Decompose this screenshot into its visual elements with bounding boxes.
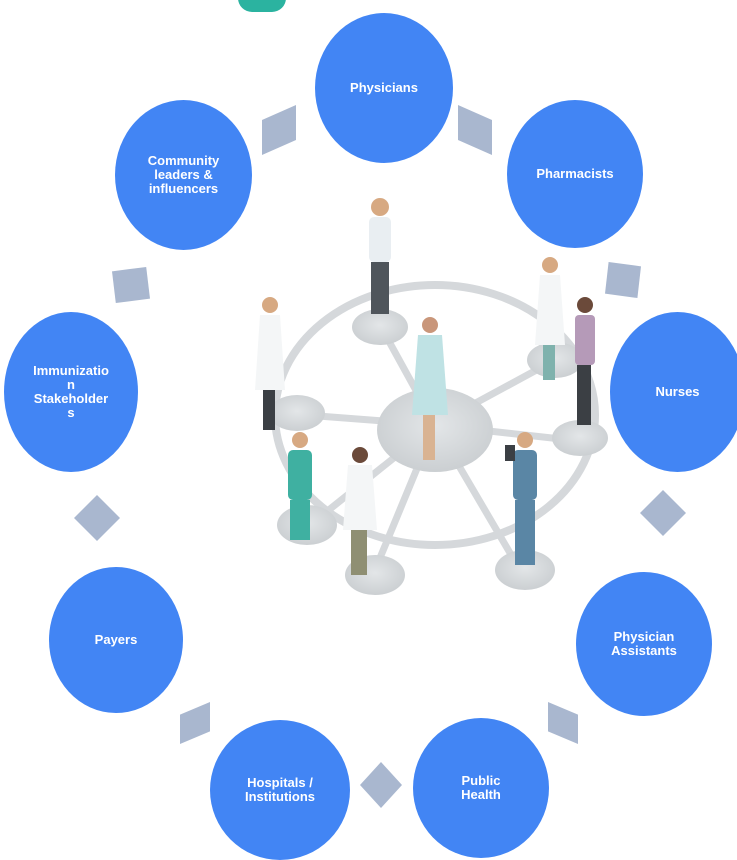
connector	[74, 495, 120, 541]
node-physicians: Physicians	[315, 13, 453, 163]
connector	[605, 262, 641, 298]
connector	[640, 490, 686, 536]
node-payers: Payers	[49, 567, 183, 713]
connector	[360, 762, 402, 808]
connector	[458, 105, 492, 155]
node-hospitals: Hospitals / Institutions	[210, 720, 350, 860]
node-community-leaders: Community leaders & influencers	[115, 100, 252, 250]
connector	[262, 105, 296, 155]
node-immunization-stakeholders: Immunizatio n Stakeholder s	[4, 312, 138, 472]
connector	[180, 702, 210, 744]
node-nurses: Nurses	[610, 312, 737, 472]
node-public-health: Public Health	[413, 718, 549, 858]
connector	[112, 267, 150, 303]
node-physician-assistants: Physician Assistants	[576, 572, 712, 716]
accent-tab	[238, 0, 286, 12]
connector	[548, 702, 578, 744]
healthcare-network-illustration	[255, 198, 608, 595]
node-pharmacists: Pharmacists	[507, 100, 643, 248]
